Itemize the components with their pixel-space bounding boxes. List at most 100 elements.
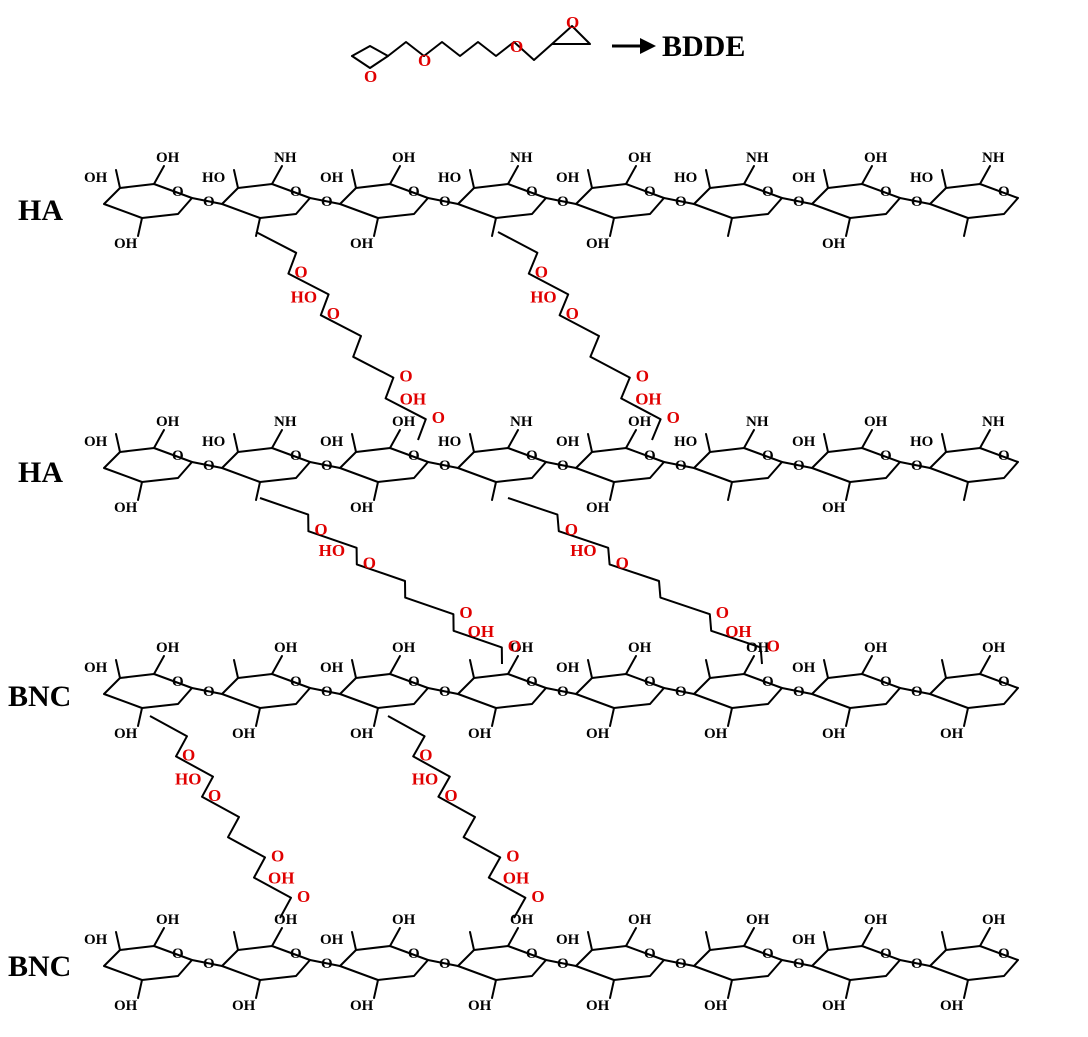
ring-top-label: NH	[982, 150, 1005, 166]
ring-bottom-label: OH	[822, 998, 846, 1014]
ring-sub	[963, 481, 969, 501]
linker-hydroxyl: HO	[175, 770, 201, 789]
ring-left-label: OH	[792, 932, 816, 948]
glycosidic-oxygen: O	[203, 458, 215, 474]
ring-left-label: OH	[84, 170, 108, 186]
linker-bonds	[387, 715, 527, 919]
glycosidic-oxygen: O	[203, 684, 215, 700]
ring-sub	[351, 659, 357, 679]
glycosidic-oxygen: O	[911, 956, 923, 972]
ring-sub	[153, 165, 165, 185]
linker-oxygen: O	[271, 846, 284, 865]
ring-sub	[255, 707, 261, 727]
ring-left-label: OH	[84, 660, 108, 676]
linker-oxygen: O	[182, 745, 195, 764]
ring-sub	[823, 433, 829, 453]
ring-sub	[137, 707, 143, 727]
ring-sub	[351, 931, 357, 951]
ring-sub	[137, 217, 143, 237]
ring-sub	[963, 707, 969, 727]
ring-left-label: HO	[674, 434, 697, 450]
ring-left-label: OH	[320, 932, 344, 948]
ring-sub	[153, 429, 165, 449]
glycosidic-bond	[309, 197, 341, 205]
ring-sub	[389, 927, 401, 947]
ether-oxygen-1: O	[418, 51, 431, 70]
ring-sub	[609, 217, 615, 237]
glycosidic-oxygen: O	[203, 194, 215, 210]
ring-sub	[469, 931, 475, 951]
glycosidic-bond	[309, 687, 341, 695]
linker-oxygen: O	[767, 636, 780, 655]
ring-sub	[979, 927, 991, 947]
ring-sub	[271, 165, 283, 185]
linker-oxygen: O	[506, 846, 519, 865]
bdde-label: BDDE	[662, 30, 745, 63]
ring-sub	[941, 433, 947, 453]
ring-top-label: OH	[864, 912, 888, 928]
ring-sub	[389, 655, 401, 675]
epoxide-oxygen-left: O	[364, 67, 377, 86]
linker-oxygen: O	[297, 887, 310, 906]
glycosidic-oxygen: O	[321, 956, 333, 972]
glycosidic-oxygen: O	[203, 956, 215, 972]
ring-sub	[507, 429, 519, 449]
ring-sub	[705, 659, 711, 679]
ring-top-label: NH	[274, 414, 297, 430]
glycosidic-oxygen: O	[911, 458, 923, 474]
ring-left-label: OH	[792, 170, 816, 186]
ring-sub	[491, 979, 497, 999]
glycosidic-oxygen: O	[557, 194, 569, 210]
ring-bottom-label: OH	[704, 998, 728, 1014]
linker-oxygen: O	[459, 603, 472, 622]
linker-bonds	[497, 231, 662, 441]
ring-sub	[609, 481, 615, 501]
ring-oxygen: O	[998, 448, 1010, 464]
ring-bottom-label: OH	[232, 998, 256, 1014]
linker-oxygen: O	[208, 786, 221, 805]
ring-left-label: OH	[556, 660, 580, 676]
glycosidic-bond	[191, 461, 223, 469]
ring-left-label: HO	[910, 434, 933, 450]
ring-top-label: NH	[746, 414, 769, 430]
glycosidic-oxygen: O	[793, 458, 805, 474]
ring-sub	[705, 433, 711, 453]
ring-left-label: OH	[320, 434, 344, 450]
ring-oxygen: O	[880, 674, 892, 690]
glycosidic-oxygen: O	[793, 956, 805, 972]
ring-sub	[979, 655, 991, 675]
ring-sub	[743, 429, 755, 449]
ring-oxygen: O	[644, 184, 656, 200]
ring-oxygen: O	[644, 946, 656, 962]
ring-sub	[823, 931, 829, 951]
ring-left-label: OH	[792, 660, 816, 676]
ring-sub	[845, 217, 851, 237]
ring-oxygen: O	[644, 448, 656, 464]
ring-sub	[115, 169, 121, 189]
ring-oxygen: O	[880, 184, 892, 200]
linker-hydroxyl: OH	[725, 622, 751, 641]
glycosidic-bond	[663, 959, 695, 967]
ring-sub	[389, 165, 401, 185]
ring-sub	[727, 979, 733, 999]
ring-oxygen: O	[880, 946, 892, 962]
ring-sub	[861, 927, 873, 947]
ring-bottom-label: OH	[586, 726, 610, 742]
linker-oxygen: O	[636, 367, 649, 386]
ring-top-label: OH	[628, 414, 652, 430]
ring-sub	[625, 655, 637, 675]
linker-hydroxyl: OH	[400, 389, 426, 408]
ring-sub	[587, 659, 593, 679]
ring-sub	[507, 655, 519, 675]
ring-top-label: NH	[510, 150, 533, 166]
linker-oxygen: O	[565, 520, 578, 539]
glycosidic-bond	[663, 687, 695, 695]
row-label-ha-2: HA	[18, 456, 63, 489]
ring-sub	[609, 707, 615, 727]
ring-top-label: OH	[982, 912, 1006, 928]
